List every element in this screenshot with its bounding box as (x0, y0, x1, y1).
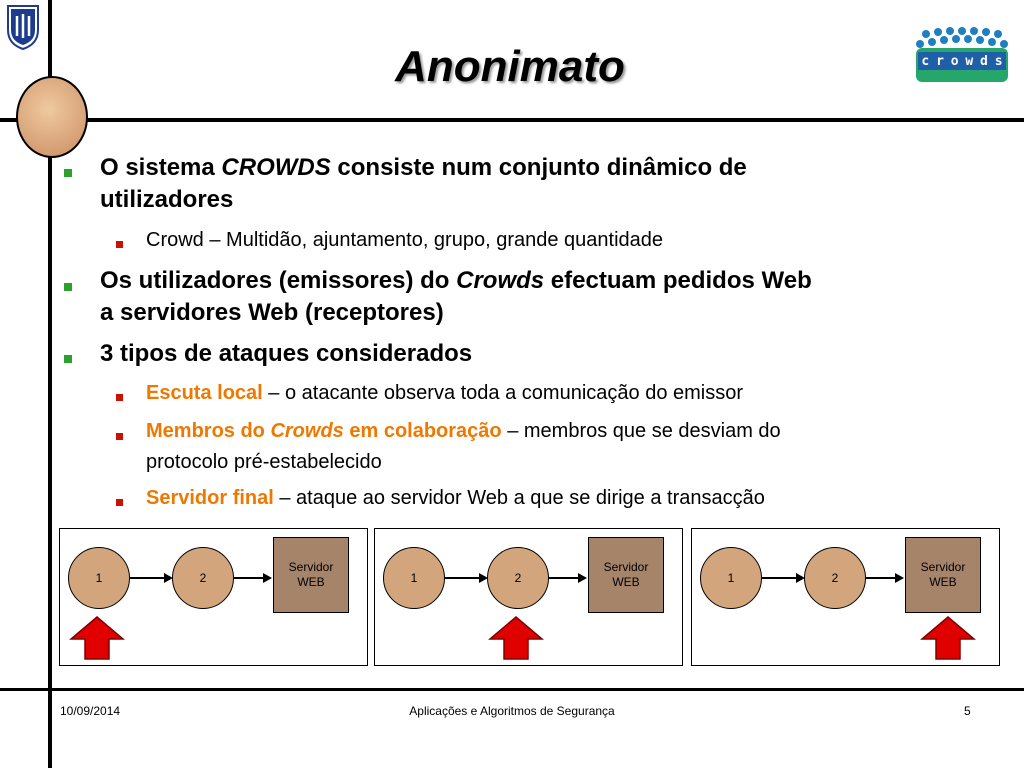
bullet-marker (64, 283, 72, 291)
frame-top-line (0, 118, 1024, 122)
flow-arrow (549, 577, 581, 579)
sub-bullet-marker (116, 241, 123, 248)
frame-bottom-line (0, 688, 1024, 691)
crowds-logo-letter: s (994, 53, 1003, 69)
crowds-logo: c r o w d s (912, 26, 1012, 84)
flow-arrow-head (263, 573, 272, 583)
sub-bullet-marker (116, 433, 123, 440)
footer-course-title: Aplicações e Algoritmos de Segurança (409, 704, 615, 718)
flow-arrow-head (796, 573, 805, 583)
flow-arrow-head (479, 573, 488, 583)
crowds-logo-letter: r (936, 53, 944, 69)
flow-arrow (130, 577, 168, 579)
university-logo (6, 4, 40, 51)
attack-arrow-icon (920, 616, 976, 660)
attack-arrow-icon (488, 616, 544, 660)
flow-arrow (445, 577, 483, 579)
frame-vertical-line (48, 0, 52, 768)
bullet-3-sub-2-line-2: protocolo pré-estabelecido (146, 451, 382, 473)
flow-arrow-head (578, 573, 587, 583)
crowd-node-2: 2 (487, 547, 549, 609)
crowd-node-1: 1 (383, 547, 445, 609)
flow-arrow-head (164, 573, 173, 583)
slide-title: Anonimato (395, 42, 625, 91)
bullet-3-sub-3: Servidor final – ataque ao servidor Web … (146, 487, 765, 509)
crowd-node-1: 1 (68, 547, 130, 609)
sub-bullet-marker (116, 499, 123, 506)
footer-page-number: 5 (964, 704, 971, 718)
crowds-logo-letter: d (980, 53, 988, 69)
bullet-3-sub-1: Escuta local – o atacante observa toda a… (146, 382, 744, 404)
sub-bullet-marker (116, 394, 123, 401)
crowd-node-1: 1 (700, 547, 762, 609)
bullet-1-line-1: O sistema CROWDS consiste num conjunto d… (100, 154, 747, 181)
crowds-logo-letter: w (965, 53, 974, 69)
bullet-1-sub-1: Crowd – Multidão, ajuntamento, grupo, gr… (146, 229, 664, 251)
bullet-1-line-2: utilizadores (100, 186, 234, 213)
crowds-logo-letter: c (921, 53, 930, 69)
crowd-node-2: 2 (804, 547, 866, 609)
bullet-2-line-1: Os utilizadores (emissores) do Crowds ef… (100, 267, 812, 294)
flow-arrow (234, 577, 266, 579)
crowd-node-2: 2 (172, 547, 234, 609)
footer-date: 10/09/2014 (60, 704, 121, 718)
flow-arrow (762, 577, 800, 579)
bullet-3-sub-2: Membros do Crowds em colaboração – membr… (146, 420, 781, 442)
bullet-marker (64, 169, 72, 177)
decorative-circle (16, 76, 88, 158)
bullet-3: 3 tipos de ataques considerados (100, 340, 473, 367)
flow-arrow-head (895, 573, 904, 583)
attack-arrow-icon (69, 616, 125, 660)
crowds-logo-letter: o (950, 53, 959, 69)
bullet-2-line-2: a servidores Web (receptores) (100, 299, 444, 326)
flow-arrow (866, 577, 898, 579)
bullet-marker (64, 355, 72, 363)
